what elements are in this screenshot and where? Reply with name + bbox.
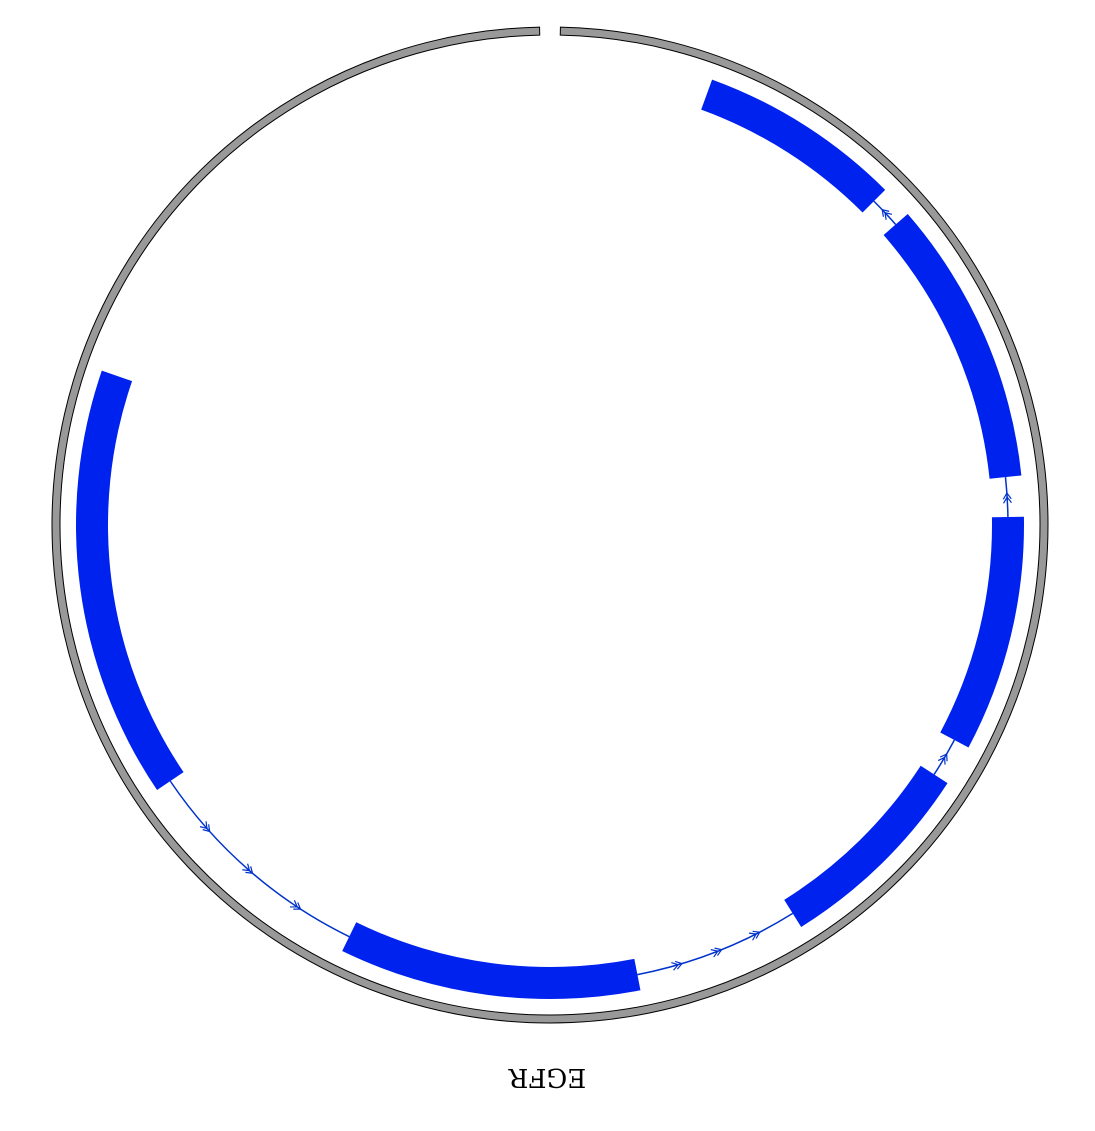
intron-arrow xyxy=(1002,491,1012,504)
intron-arrow xyxy=(242,863,254,874)
intron-arrow xyxy=(290,900,302,910)
exon-block-1 xyxy=(701,79,886,213)
intron-arrow xyxy=(199,821,211,833)
intron-arrow xyxy=(671,960,684,971)
exon-block-2 xyxy=(883,214,1022,479)
intron-arrow xyxy=(748,930,761,941)
exon-block-4 xyxy=(784,765,948,927)
intron-arrow xyxy=(937,753,948,765)
exon-block-5 xyxy=(342,922,641,999)
gene-name-label: EGFR xyxy=(508,1062,587,1092)
intron-arrow xyxy=(881,208,893,220)
intron-lines xyxy=(169,200,1012,976)
exon-block-6 xyxy=(76,370,184,791)
intron-line-5 xyxy=(169,780,350,938)
chromosome-band xyxy=(51,26,1049,1024)
exon-block-3 xyxy=(940,516,1024,748)
exon-blocks xyxy=(76,79,1024,999)
intron-arrow xyxy=(710,947,723,958)
chromosome-ring xyxy=(51,26,1049,1024)
